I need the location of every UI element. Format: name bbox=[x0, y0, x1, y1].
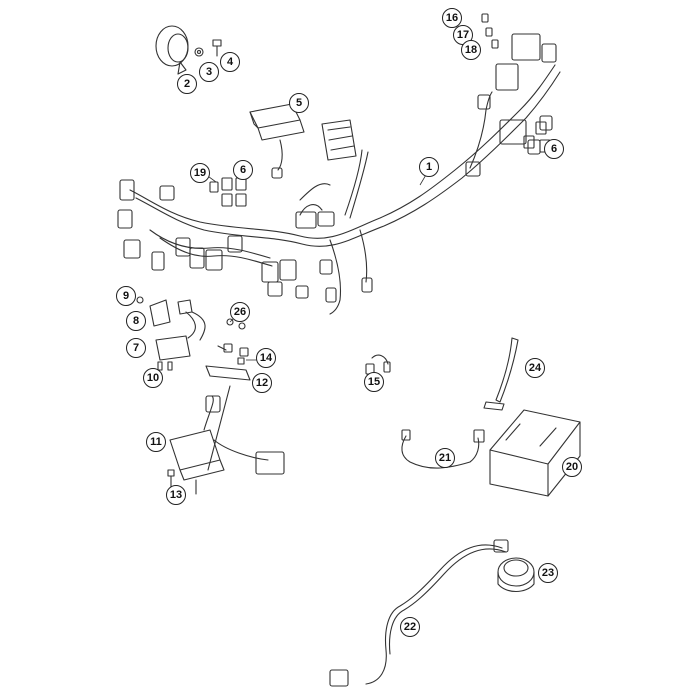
starter-relay-23 bbox=[497, 557, 535, 593]
sensor-7 bbox=[155, 299, 206, 361]
relay-module bbox=[321, 119, 357, 161]
callout-22: 22 bbox=[400, 617, 420, 637]
callout-8: 8 bbox=[126, 311, 146, 331]
callout-13: 13 bbox=[166, 485, 186, 505]
callout-15: 15 bbox=[364, 372, 384, 392]
cable-15 bbox=[365, 354, 391, 375]
fuse-19 bbox=[209, 181, 219, 193]
callout-4: 4 bbox=[220, 52, 240, 72]
relays-left bbox=[221, 177, 247, 207]
regulator-11 bbox=[169, 385, 285, 481]
battery-cable-21 bbox=[401, 429, 485, 469]
callout-16: 16 bbox=[442, 8, 462, 28]
callout-24: 24 bbox=[525, 358, 545, 378]
long-cable-22 bbox=[329, 539, 509, 687]
callout-2: 2 bbox=[177, 74, 197, 94]
callout-6-right: 6 bbox=[544, 139, 564, 159]
screw-4 bbox=[212, 39, 222, 57]
callout-7: 7 bbox=[126, 338, 146, 358]
callout-6-left: 6 bbox=[233, 160, 253, 180]
screws-10 bbox=[157, 361, 173, 371]
battery-20 bbox=[489, 409, 581, 497]
callout-3: 3 bbox=[199, 62, 219, 82]
horn bbox=[155, 25, 189, 75]
callout-1: 1 bbox=[419, 157, 439, 177]
battery-strap-24 bbox=[483, 337, 519, 411]
clips-26 bbox=[217, 318, 249, 357]
bracket-8 bbox=[136, 296, 171, 327]
callout-11: 11 bbox=[146, 432, 166, 452]
callout-20: 20 bbox=[562, 457, 582, 477]
main-wiring-harness bbox=[117, 33, 561, 315]
callout-26: 26 bbox=[230, 302, 250, 322]
callout-9: 9 bbox=[116, 286, 136, 306]
callout-21: 21 bbox=[435, 448, 455, 468]
callout-10: 10 bbox=[143, 368, 163, 388]
callout-14: 14 bbox=[256, 348, 276, 368]
washer bbox=[194, 47, 204, 57]
plate-12 bbox=[205, 357, 251, 381]
callout-23: 23 bbox=[538, 563, 558, 583]
callout-18: 18 bbox=[461, 40, 481, 60]
fuses-16-17-18 bbox=[481, 13, 499, 49]
control-unit bbox=[249, 103, 305, 179]
callout-5: 5 bbox=[289, 93, 309, 113]
callout-12: 12 bbox=[252, 373, 272, 393]
callout-19: 19 bbox=[190, 163, 210, 183]
